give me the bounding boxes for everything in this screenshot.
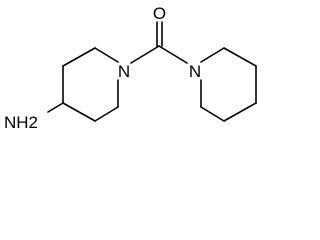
oxygen-label: O [153,4,166,23]
bond-c4-nh2 [47,102,64,113]
bond-c4-c3b [62,102,96,122]
bond-c3d-c2d [200,106,225,122]
bond-c3b-c2b [94,106,119,122]
piperidine-ring [200,47,257,122]
nitrogen-right-label: N [189,62,201,81]
bond-c4c-c3d [223,102,257,122]
bond-carbonyl-n-right [158,45,188,64]
bond-n1-c2a [94,47,119,63]
carbonyl-group [130,21,188,64]
aminopiperidine-ring [62,47,119,122]
bond-c2c-c3c [223,47,257,67]
bond-n2-c2c [200,47,225,63]
bond-c2a-c3a [62,47,96,67]
amine-label: NH2 [4,113,38,132]
nitrogen-left-label: N [118,62,130,81]
bond-n1-carbonyl [130,45,160,64]
molecule-structure: O N N NH2 [4,4,257,132]
